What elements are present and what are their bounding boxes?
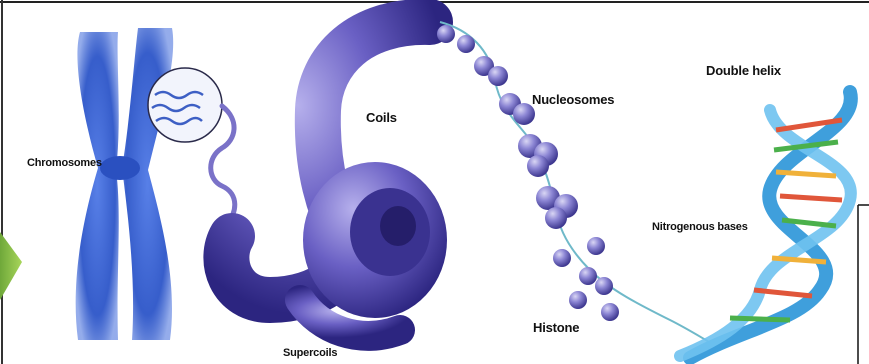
- label-supercoils: Supercoils: [283, 347, 337, 359]
- label-nitrogenous-bases: Nitrogenous bases: [652, 221, 748, 233]
- magnified-chromatin: [148, 68, 222, 142]
- label-chromosomes: Chromosomes: [27, 157, 102, 169]
- label-double-helix: Double helix: [706, 63, 781, 78]
- label-coils: Coils: [366, 110, 397, 125]
- label-nucleosomes: Nucleosomes: [532, 92, 614, 107]
- label-histone: Histone: [533, 320, 579, 335]
